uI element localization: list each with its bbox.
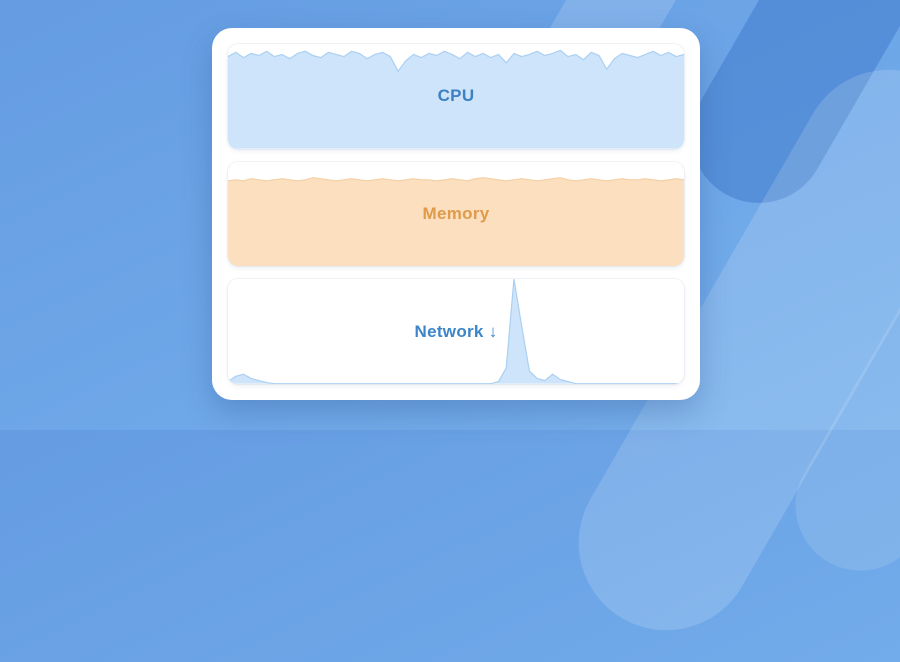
memory-panel: Memory [228, 161, 684, 267]
system-monitor-card: CPU Memory Network ↓ [212, 28, 700, 400]
memory-sparkline-chart [228, 162, 684, 267]
cpu-sparkline-chart [228, 44, 684, 149]
memory-label: Memory [422, 204, 490, 223]
network-panel: Network ↓ [228, 279, 684, 385]
network-download-label: Network ↓ [414, 321, 498, 341]
cpu-panel: CPU [228, 44, 684, 149]
cpu-label: CPU [437, 86, 475, 106]
